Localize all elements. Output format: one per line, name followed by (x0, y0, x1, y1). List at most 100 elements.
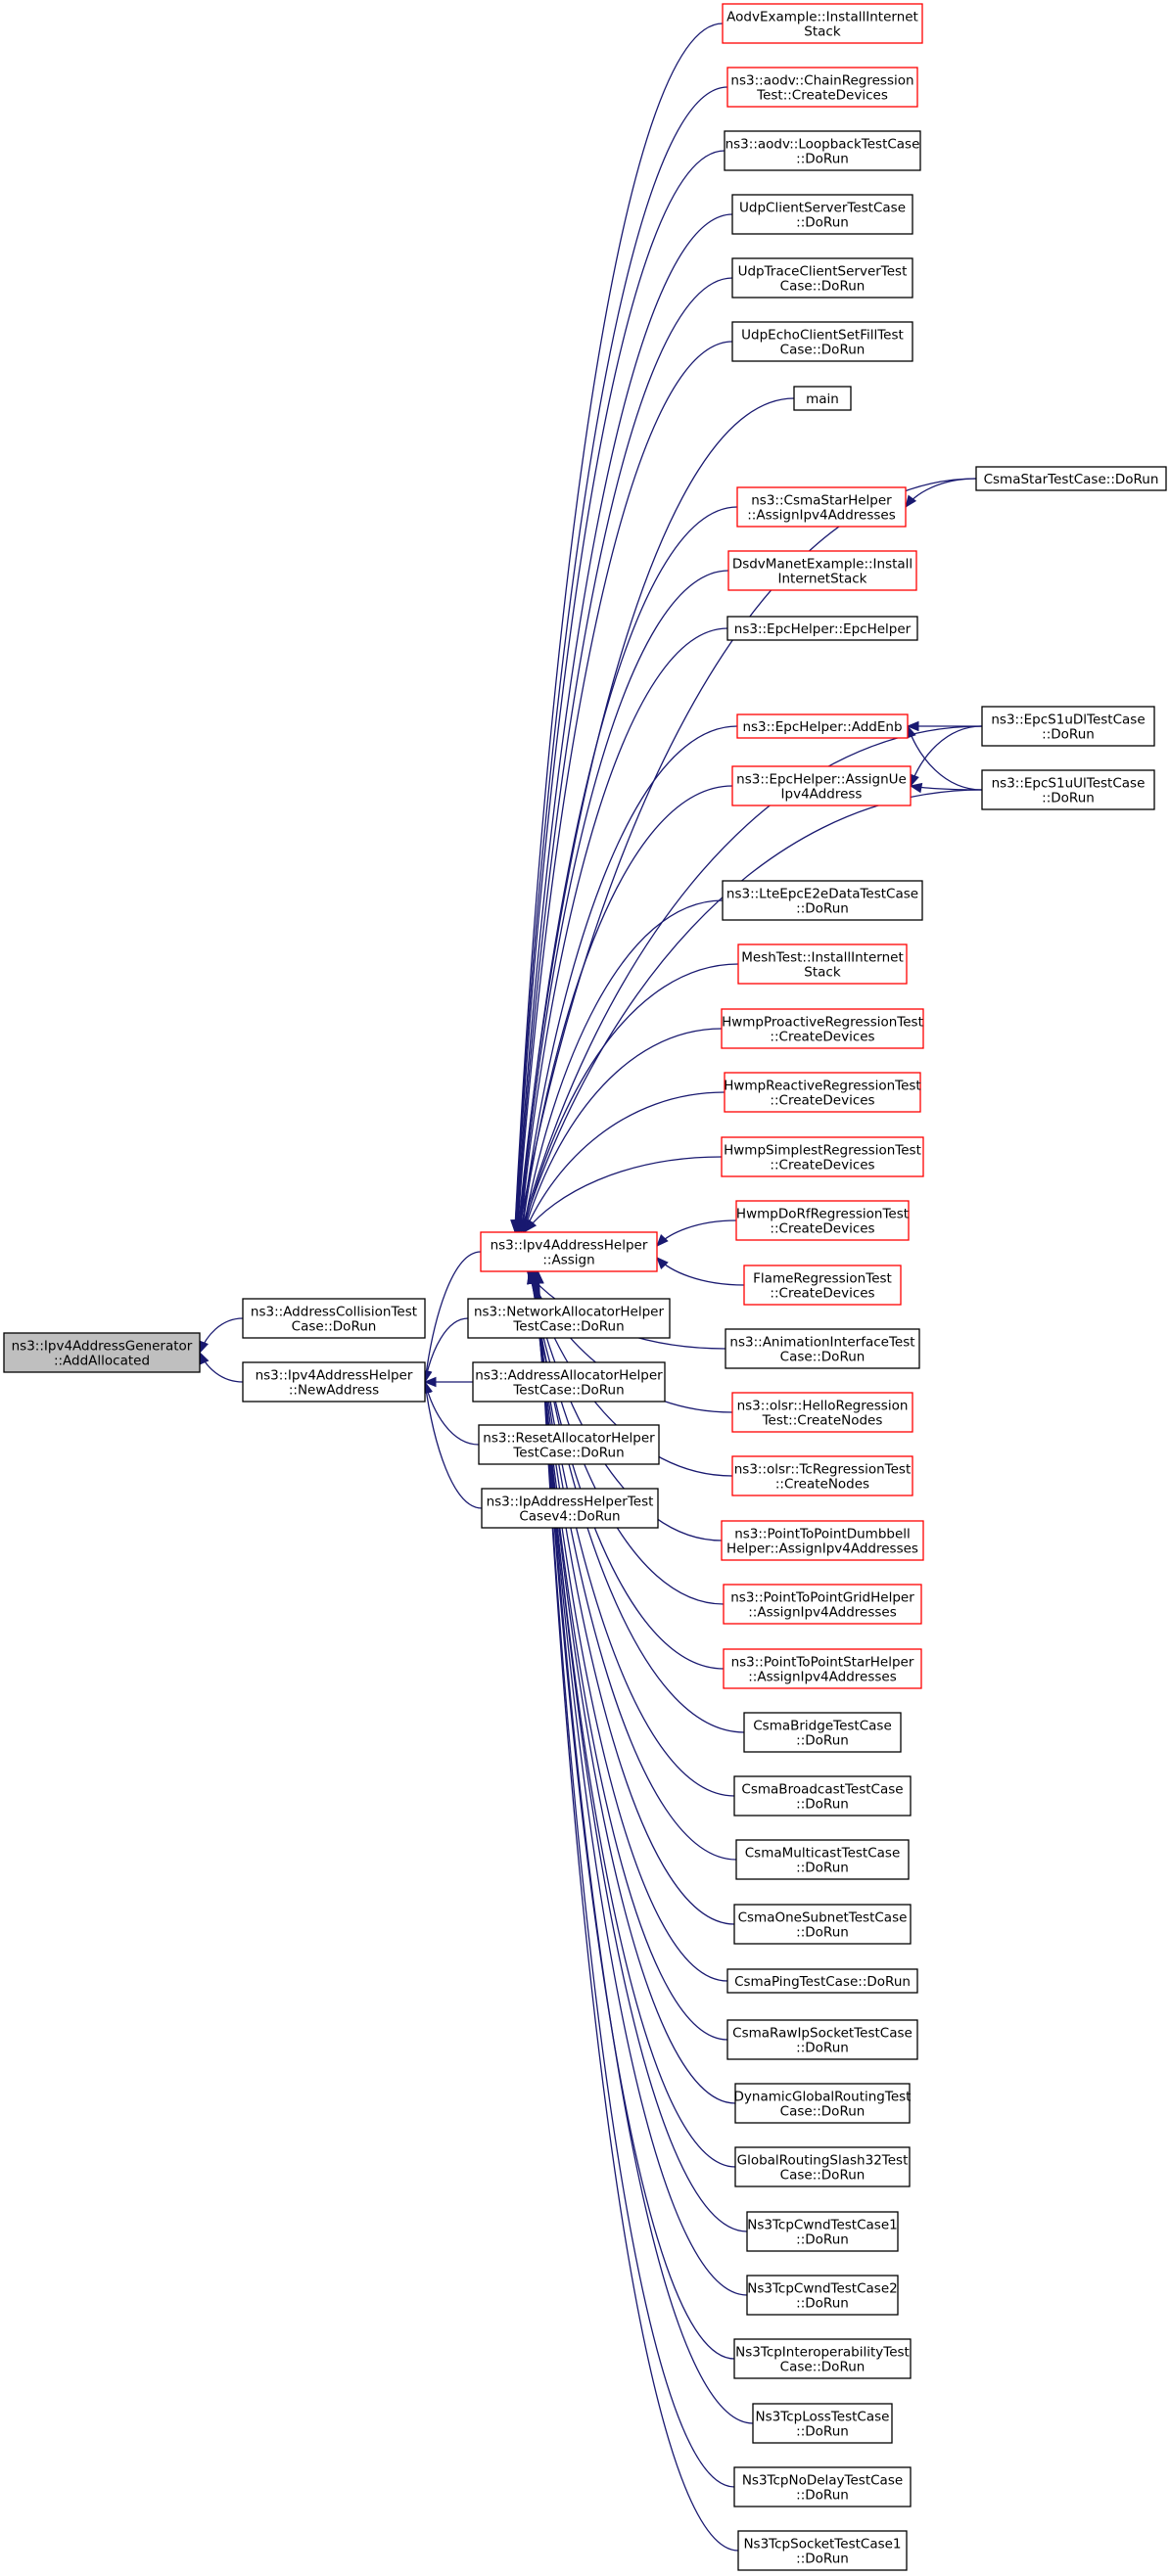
node-epcs1dl[interactable]: ns3::EpcS1uDlTestCase::DoRun (981, 706, 1155, 747)
node-box (721, 1136, 924, 1177)
node-addenb[interactable]: ns3::EpcHelper::AddEnb (736, 713, 909, 739)
node-tcploss[interactable]: Ns3TcpLossTestCase::DoRun (752, 2403, 893, 2444)
node-box (737, 943, 908, 985)
node-box (721, 1008, 924, 1049)
node-label-line: ::AssignIpv4Addresses (748, 1670, 897, 1685)
node-label-line: ns3::olsr::HelloRegression (737, 1399, 909, 1414)
node-csmaraw[interactable]: CsmaRawIpSocketTestCase::DoRun (726, 2019, 918, 2060)
node-p2pgrid[interactable]: ns3::PointToPointGridHelper::AssignIpv4A… (723, 1584, 922, 1625)
edge-udpcs-to-assign (511, 213, 733, 1233)
node-tcpnodelay[interactable]: Ns3TcpNoDelayTestCase::DoRun (733, 2466, 912, 2507)
node-label-line: main (806, 391, 839, 407)
edge-epchelper-to-assign (516, 627, 728, 1233)
node-olsrhello[interactable]: ns3::olsr::HelloRegressionTest::CreateNo… (731, 1392, 913, 1433)
node-csmaone[interactable]: CsmaOneSubnetTestCase::DoRun (733, 1904, 912, 1945)
edge-newaddr-to-root (199, 1351, 244, 1383)
node-csmastarhelper[interactable]: ns3::CsmaStarHelper::AssignIpv4Addresses (736, 486, 907, 528)
node-assign[interactable]: ns3::Ipv4AddressHelper::Assign (480, 1231, 658, 1272)
node-csmabridge[interactable]: CsmaBridgeTestCase::DoRun (743, 1712, 902, 1753)
node-lteepc[interactable]: ns3::LteEpcE2eDataTestCase::DoRun (722, 880, 923, 921)
node-label-line: Ns3TcpCwndTestCase1 (747, 2218, 897, 2233)
node-flame[interactable]: FlameRegressionTest::CreateDevices (743, 1265, 902, 1306)
node-netalloc[interactable]: ns3::NetworkAllocatorHelperTestCase::DoR… (467, 1298, 671, 1339)
node-csmamcast[interactable]: CsmaMulticastTestCase::DoRun (735, 1839, 910, 1880)
node-label-line: Case::DoRun (292, 1319, 377, 1335)
node-olsrtc[interactable]: ns3::olsr::TcRegressionTest::CreateNodes (731, 1455, 913, 1496)
node-label-line: CsmaOneSubnetTestCase (738, 1910, 908, 1926)
node-label-line: ns3::ResetAllocatorHelper (483, 1431, 655, 1447)
node-hwmpre[interactable]: HwmpReactiveRegressionTest::CreateDevice… (724, 1072, 921, 1113)
node-csmastartest[interactable]: CsmaStarTestCase::DoRun (975, 466, 1167, 491)
node-label-line: ns3::EpcS1uDlTestCase (991, 713, 1145, 728)
node-udpcs[interactable]: UdpClientServerTestCase::DoRun (731, 194, 913, 235)
node-csmabcast[interactable]: CsmaBroadcastTestCase::DoRun (733, 1775, 912, 1817)
edge-dsdv-to-assign (515, 570, 729, 1233)
node-epchelper[interactable]: ns3::EpcHelper::EpcHelper (726, 616, 918, 641)
node-box (736, 486, 907, 528)
node-epcs1ul[interactable]: ns3::EpcS1uUlTestCase::DoRun (981, 769, 1155, 810)
node-hwmpdorf[interactable]: HwmpDoRfRegressionTest::CreateDevices (735, 1200, 910, 1241)
node-label-line: Case::DoRun (780, 343, 866, 358)
edge-udptrace-to-assign (512, 277, 733, 1233)
node-box (733, 1775, 912, 1817)
edge-addrcoll-to-root (199, 1317, 244, 1355)
node-label-line: DynamicGlobalRoutingTest (734, 2090, 912, 2105)
node-label-line: Helper::AssignIpv4Addresses (726, 1541, 918, 1557)
node-tcpsocket1[interactable]: Ns3TcpSocketTestCase1::DoRun (737, 2530, 908, 2571)
node-label-line: Case::DoRun (780, 2360, 866, 2375)
edge-tcpcwnd1-to-assign (532, 1270, 748, 2232)
node-label-line: TestCase::DoRun (512, 1446, 624, 1461)
node-box (736, 713, 909, 739)
node-label-line: ns3::Ipv4AddressHelper (256, 1368, 413, 1384)
node-label-line: ns3::PointToPointStarHelper (731, 1655, 914, 1671)
node-label-line: ::DoRun (796, 1733, 849, 1749)
node-hwmpsim[interactable]: HwmpSimplestRegressionTest::CreateDevice… (721, 1136, 924, 1177)
node-label-line: ::DoRun (796, 1861, 849, 1876)
node-label-line: ::CreateDevices (770, 1030, 874, 1045)
node-label-line: UdpEchoClientSetFillTest (741, 328, 904, 344)
node-label-line: CsmaBridgeTestCase (753, 1719, 892, 1734)
node-p2pdumb[interactable]: ns3::PointToPointDumbbellHelper::AssignI… (721, 1520, 924, 1561)
node-addralloc[interactable]: ns3::AddressAllocatorHelperTestCase::DoR… (472, 1361, 666, 1403)
node-label-line: ::CreateDevices (770, 1158, 874, 1173)
node-label-line: ::DoRun (1042, 791, 1095, 806)
node-label-line: ::DoRun (796, 1797, 849, 1813)
node-aodvchain[interactable]: ns3::aodv::ChainRegressionTest::CreateDe… (726, 67, 918, 108)
node-label-line: ns3::AddressAllocatorHelper (475, 1368, 663, 1384)
node-box (735, 1839, 910, 1880)
node-aodvloop[interactable]: ns3::aodv::LoopbackTestCase::DoRun (724, 130, 921, 171)
node-box (480, 1231, 658, 1272)
node-root[interactable]: ns3::Ipv4AddressGenerator::AddAllocated (3, 1332, 201, 1373)
edge-epcs1ul-to-assignue (909, 782, 983, 794)
node-label-line: ns3::CsmaStarHelper (751, 493, 892, 509)
node-p2pstar[interactable]: ns3::PointToPointStarHelper::AssignIpv4A… (723, 1648, 922, 1689)
edge-tcpsocket1-to-assign (534, 1270, 739, 2552)
node-box (726, 616, 918, 641)
node-tcpcwnd1[interactable]: Ns3TcpCwndTestCase1::DoRun (746, 2211, 899, 2252)
node-newaddr[interactable]: ns3::Ipv4AddressHelper::NewAddress (242, 1361, 426, 1403)
node-hwmppro[interactable]: HwmpProactiveRegressionTest::CreateDevic… (721, 1008, 924, 1049)
node-box (731, 765, 912, 806)
node-box (722, 880, 923, 921)
node-tcpcwnd2[interactable]: Ns3TcpCwndTestCase2::DoRun (746, 2275, 899, 2316)
node-label-line: HwmpDoRfRegressionTest (736, 1207, 909, 1222)
node-csmaping[interactable]: CsmaPingTestCase::DoRun (726, 1968, 918, 1994)
node-box (726, 67, 918, 108)
node-main[interactable]: main (793, 386, 852, 411)
node-label-line: CsmaMulticastTestCase (745, 1846, 901, 1862)
node-box (752, 2403, 893, 2444)
